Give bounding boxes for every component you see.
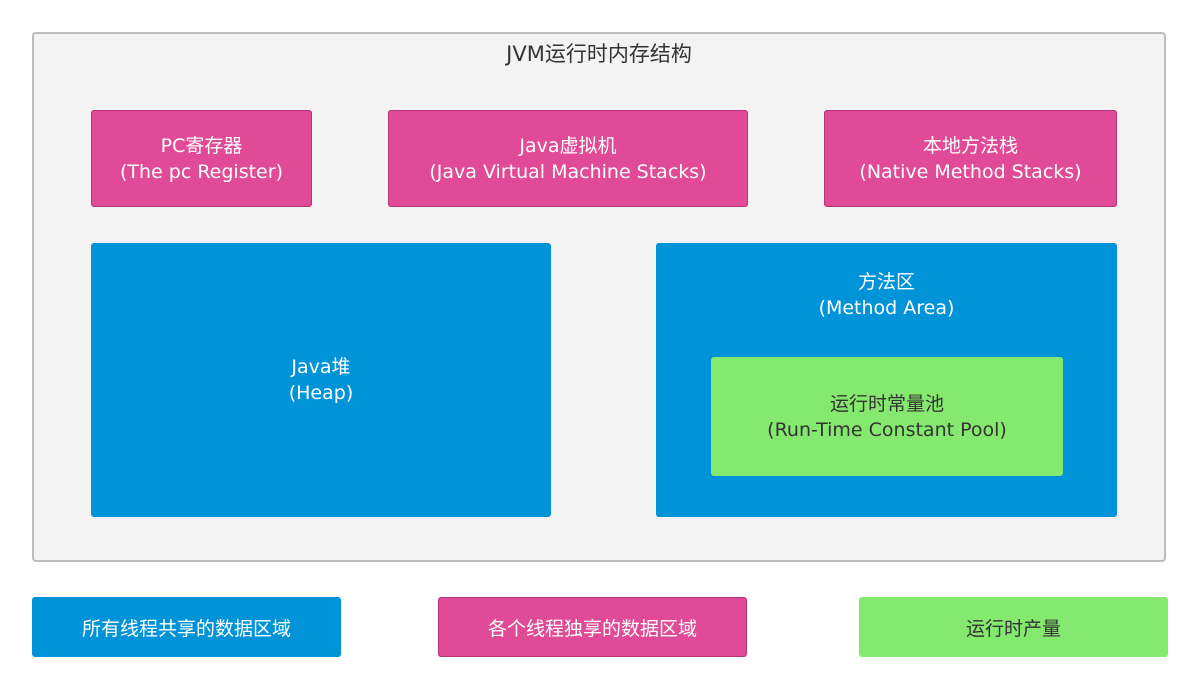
method-area-english: (Method Area) bbox=[818, 297, 955, 319]
heap-name: Java堆 bbox=[291, 356, 351, 378]
legend-per-thread-data: 各个线程独享的数据区域 bbox=[438, 597, 747, 657]
constant-pool-english: (Run-Time Constant Pool) bbox=[767, 418, 1007, 441]
jvm-stacks-name: Java虚拟机 bbox=[519, 134, 617, 157]
heap-box: Java堆 (Heap) bbox=[91, 243, 551, 517]
pc-register-english: (The pc Register) bbox=[120, 160, 283, 183]
diagram-title: JVM运行时内存结构 bbox=[506, 42, 692, 66]
runtime-constant-pool-box: 运行时常量池 (Run-Time Constant Pool) bbox=[711, 357, 1063, 476]
native-stacks-name: 本地方法栈 bbox=[922, 134, 1018, 157]
method-area-name: 方法区 bbox=[857, 271, 915, 293]
jvm-stacks-english: (Java Virtual Machine Stacks) bbox=[429, 160, 707, 183]
constant-pool-name: 运行时常量池 bbox=[829, 392, 944, 415]
pc-register-box: PC寄存器 (The pc Register) bbox=[91, 110, 312, 207]
heap-english: (Heap) bbox=[288, 382, 354, 404]
native-stacks-english: (Native Method Stacks) bbox=[859, 160, 1082, 183]
pc-register-name: PC寄存器 bbox=[160, 134, 243, 157]
native-method-stacks-box: 本地方法栈 (Native Method Stacks) bbox=[824, 110, 1117, 207]
legend-runtime-constant: 运行时产量 bbox=[859, 597, 1168, 657]
jvm-stacks-box: Java虚拟机 (Java Virtual Machine Stacks) bbox=[388, 110, 748, 207]
legend-shared-data: 所有线程共享的数据区域 bbox=[32, 597, 341, 657]
